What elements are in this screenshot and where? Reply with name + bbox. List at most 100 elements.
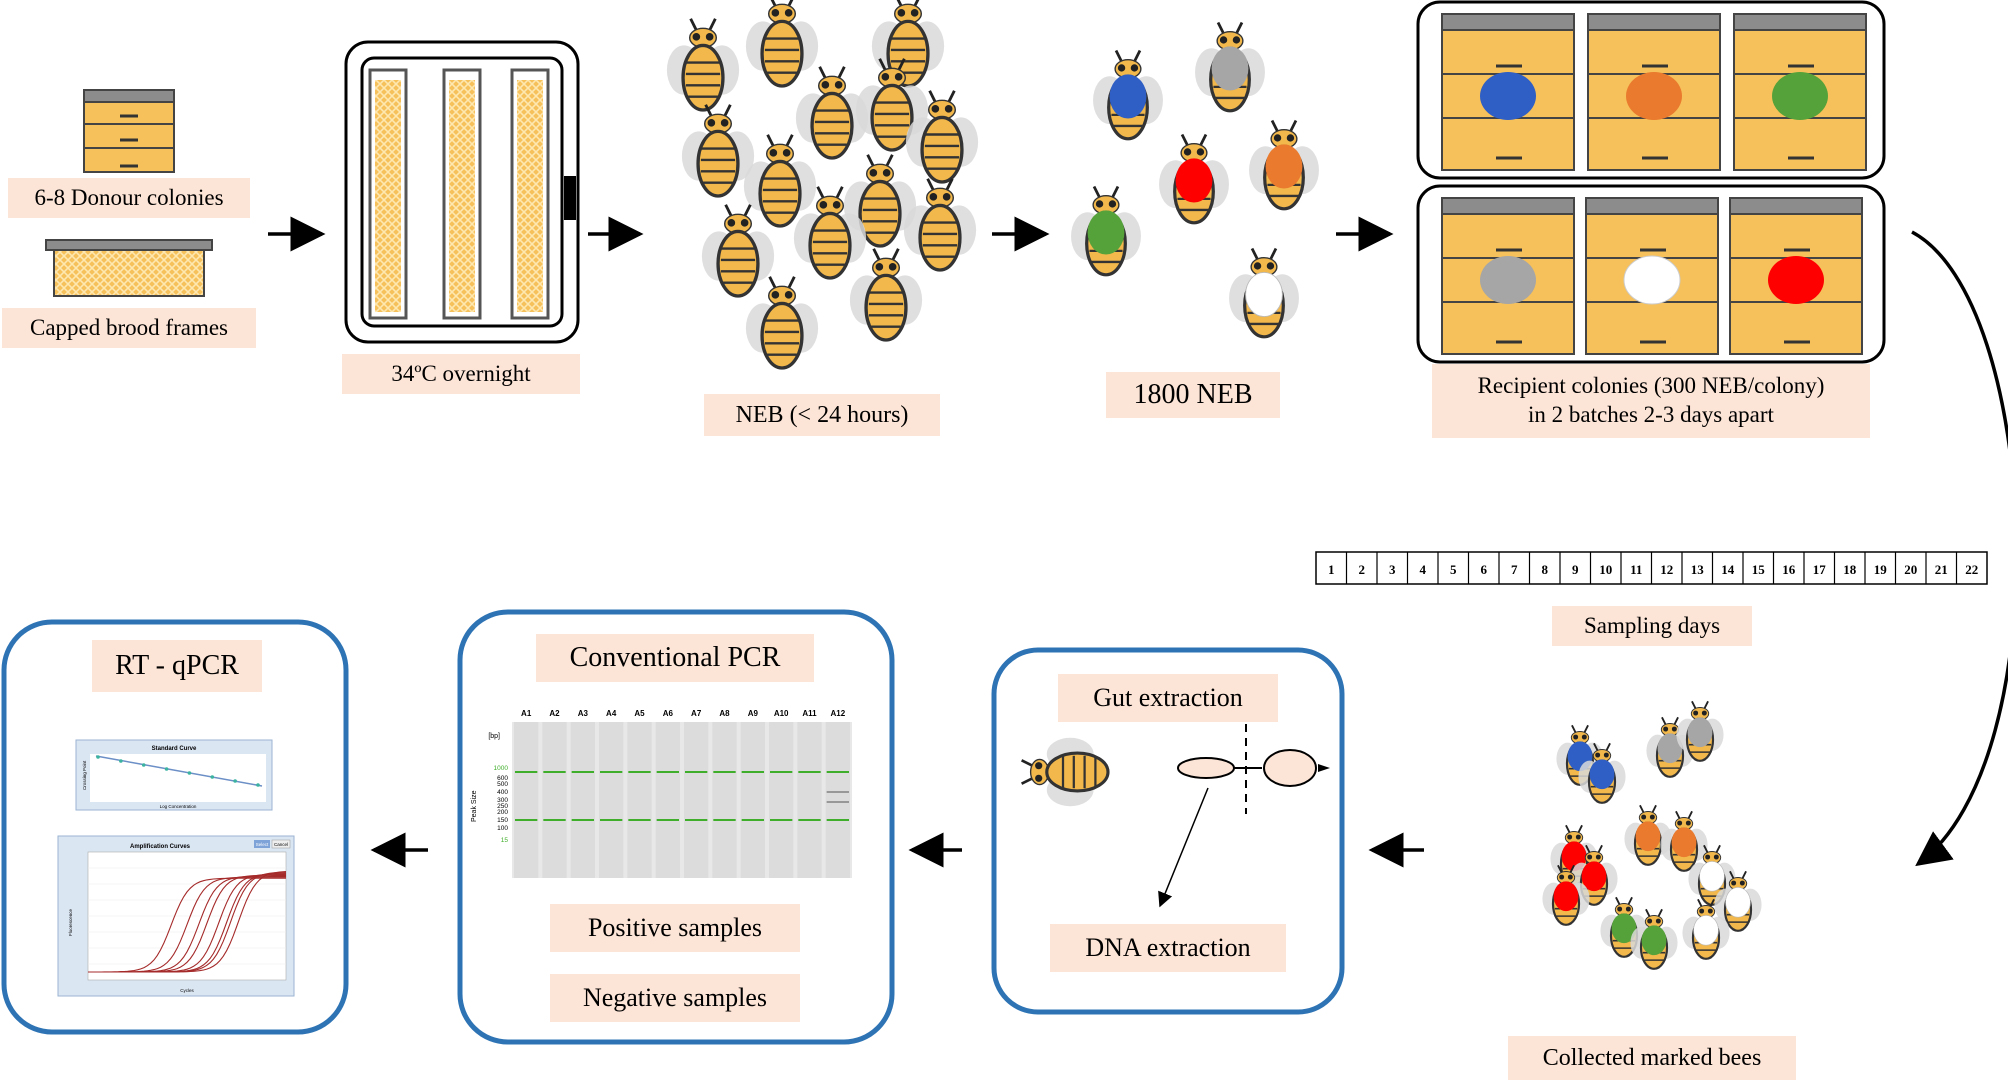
gel-ladder-label: 300 xyxy=(497,797,508,804)
positive-samples-label: Positive samples xyxy=(550,904,800,952)
collected-bee-icon xyxy=(1682,898,1730,960)
paint-mark xyxy=(1553,881,1579,912)
recipient-colonies-label: Recipient colonies (300 NEB/colony) in 2… xyxy=(1432,364,1870,438)
standard-ylabel: Crossing Point xyxy=(82,760,87,790)
colony-mark xyxy=(1480,72,1536,120)
sampling-day-cell: 6 xyxy=(1481,562,1488,577)
colony-mark xyxy=(1626,72,1682,120)
sampling-day-cell: 18 xyxy=(1843,562,1857,577)
incubator-label: 34ºC overnight xyxy=(342,354,580,394)
neb-bee-icon xyxy=(745,0,819,88)
amplification-curve xyxy=(88,870,287,973)
donor-colonies-label: 6-8 Donour colonies xyxy=(8,178,250,218)
whole-bee-icon xyxy=(1020,737,1110,807)
gel-lane xyxy=(825,722,850,878)
gel-unit-label: [bp] xyxy=(488,733,500,740)
sampling-day-cell: 8 xyxy=(1542,562,1549,577)
paint-mark xyxy=(1589,759,1615,790)
paint-mark xyxy=(1245,271,1283,318)
conventional-pcr-label: Conventional PCR xyxy=(536,634,814,682)
recipient-hive-icon xyxy=(1585,197,1719,355)
paint-mark xyxy=(1211,46,1249,91)
paint-mark xyxy=(1611,913,1637,944)
gel-lane-label: A8 xyxy=(719,709,730,718)
neb-bee-icon xyxy=(903,178,977,272)
sampling-day-cell: 22 xyxy=(1965,562,1978,577)
incubator-handle xyxy=(564,176,576,220)
paint-mark xyxy=(1699,861,1725,892)
collected-bee-icon xyxy=(1676,700,1724,762)
gel-lane xyxy=(712,722,737,878)
cancel-label: Cancel xyxy=(274,842,288,847)
paint-mark xyxy=(1635,821,1661,852)
gel-ladder-label: 1000 xyxy=(494,765,509,772)
standard-point xyxy=(233,779,237,783)
amplification-title: Amplification Curves xyxy=(130,844,191,850)
gel-lane xyxy=(570,722,595,878)
sampling-day-cell: 12 xyxy=(1660,562,1673,577)
gel-lane-label: A3 xyxy=(578,709,589,718)
sampling-day-cell: 4 xyxy=(1420,562,1427,577)
gel-ladder-label: 500 xyxy=(497,781,508,788)
gel-lane xyxy=(627,722,652,878)
marked-bee-icon xyxy=(1159,133,1229,225)
neb-bee-icon xyxy=(743,134,817,228)
collected-bee-icon xyxy=(1688,844,1736,906)
recipient-hive-icon xyxy=(1587,13,1721,171)
standard-point xyxy=(256,783,260,787)
paint-mark xyxy=(1265,144,1303,189)
amplification-ylabel: Fluorescence xyxy=(68,908,73,936)
sampling-day-cell: 17 xyxy=(1813,562,1827,577)
standard-point xyxy=(164,767,169,771)
sampling-day-cell: 14 xyxy=(1721,562,1735,577)
marked-bee-icon xyxy=(1093,49,1163,141)
negative-samples-label: Negative samples xyxy=(550,974,800,1022)
collected-bee-icon xyxy=(1714,870,1762,932)
sampling-day-cell: 11 xyxy=(1630,562,1642,577)
paint-mark xyxy=(1641,925,1667,956)
dna-extraction-label: DNA extraction xyxy=(1050,924,1286,972)
paint-mark xyxy=(1087,210,1125,255)
recipient-hive-icon xyxy=(1441,197,1575,355)
sampling-day-cell: 3 xyxy=(1389,562,1396,577)
gel-lane xyxy=(797,722,822,878)
frame-3 xyxy=(510,68,550,320)
standard-point xyxy=(187,771,192,775)
recipient-line-2: in 2 batches 2-3 days apart xyxy=(1528,402,1774,427)
sampling-day-cell: 21 xyxy=(1935,562,1948,577)
collected-bee-icon xyxy=(1630,908,1678,970)
gel-lane-label: A7 xyxy=(691,709,702,718)
paint-mark xyxy=(1657,733,1683,764)
paint-mark xyxy=(1687,717,1713,748)
standard-point xyxy=(210,775,215,779)
amplification-xlabel: Cycles xyxy=(180,988,194,993)
sampling-day-cell: 7 xyxy=(1511,562,1518,577)
gel-image xyxy=(512,722,852,878)
standard-curve-title: Standard Curve xyxy=(152,746,197,752)
gel-ladder-label: 400 xyxy=(497,789,508,796)
gel-lane-label: A10 xyxy=(774,709,789,718)
select-label: Select xyxy=(256,842,269,847)
sampling-day-cell: 19 xyxy=(1874,562,1888,577)
sampling-days-label: Sampling days xyxy=(1552,606,1752,646)
paint-mark xyxy=(1671,827,1697,858)
gel-lane xyxy=(599,722,624,878)
gel-lane xyxy=(655,722,680,878)
marked-bee-icon xyxy=(1249,119,1319,211)
standard-xlabel: Log Concentration xyxy=(160,804,197,809)
gel-lane xyxy=(769,722,794,878)
collected-bee-icon xyxy=(1600,896,1648,958)
gel-lane xyxy=(514,722,539,878)
gel-lane-label: A11 xyxy=(802,709,817,718)
collected-bee-icon xyxy=(1660,810,1708,872)
neb-label: NEB (< 24 hours) xyxy=(704,394,940,436)
marked-bee-icon xyxy=(1195,21,1265,113)
sampling-day-cell: 10 xyxy=(1599,562,1612,577)
gel-lane xyxy=(542,722,567,878)
sampling-day-cell: 20 xyxy=(1904,562,1917,577)
gel-lane-label: A1 xyxy=(521,709,532,718)
marked-bee-icon xyxy=(1229,247,1299,339)
paint-mark xyxy=(1175,158,1213,203)
collected-bee-icon xyxy=(1570,844,1618,906)
standard-point xyxy=(141,763,146,767)
